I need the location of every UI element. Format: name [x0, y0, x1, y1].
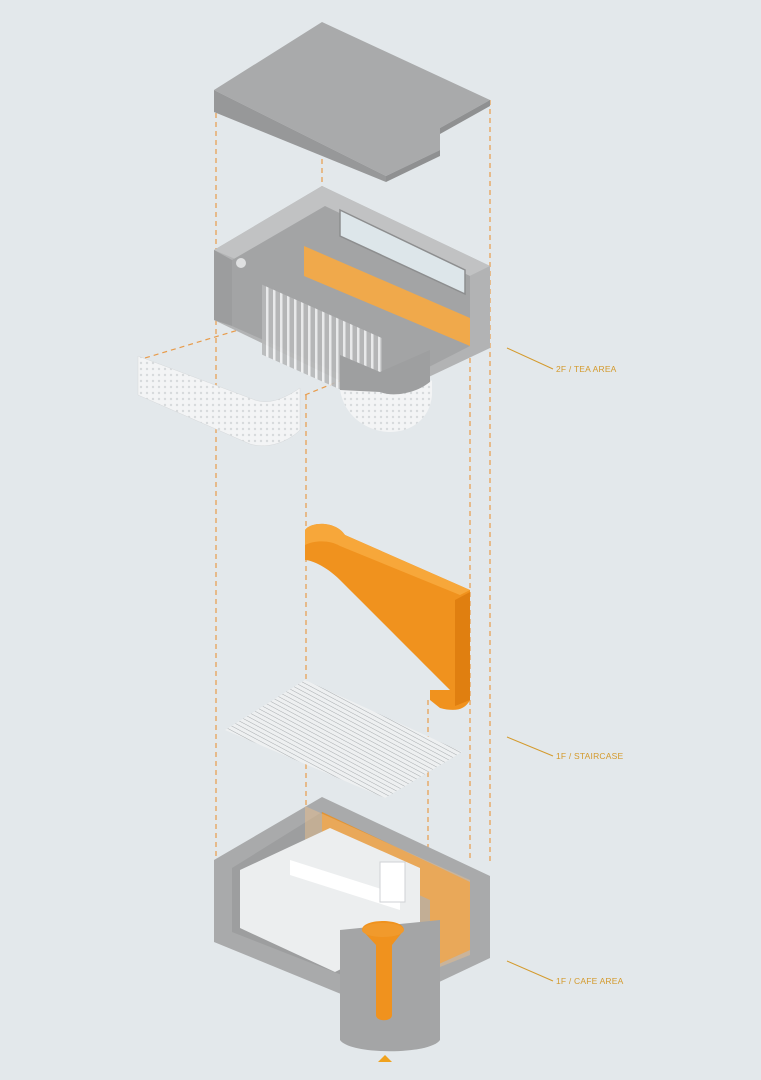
- label-2f-tea-area: 2F / TEA AREA: [556, 364, 617, 374]
- staircase: [305, 523, 470, 710]
- entrance-triangle-icon: [378, 1055, 392, 1062]
- cafe-area-volume: [214, 797, 490, 1052]
- perforated-facade: [137, 355, 432, 446]
- label-1f-cafe-area: 1F / CAFE AREA: [556, 976, 624, 986]
- label-1f-staircase: 1F / STAIRCASE: [556, 751, 624, 761]
- floor-grille: [225, 680, 462, 798]
- leader-lines: [506, 347, 554, 982]
- tea-area-volume: [214, 186, 490, 409]
- roof-slab: [214, 22, 490, 182]
